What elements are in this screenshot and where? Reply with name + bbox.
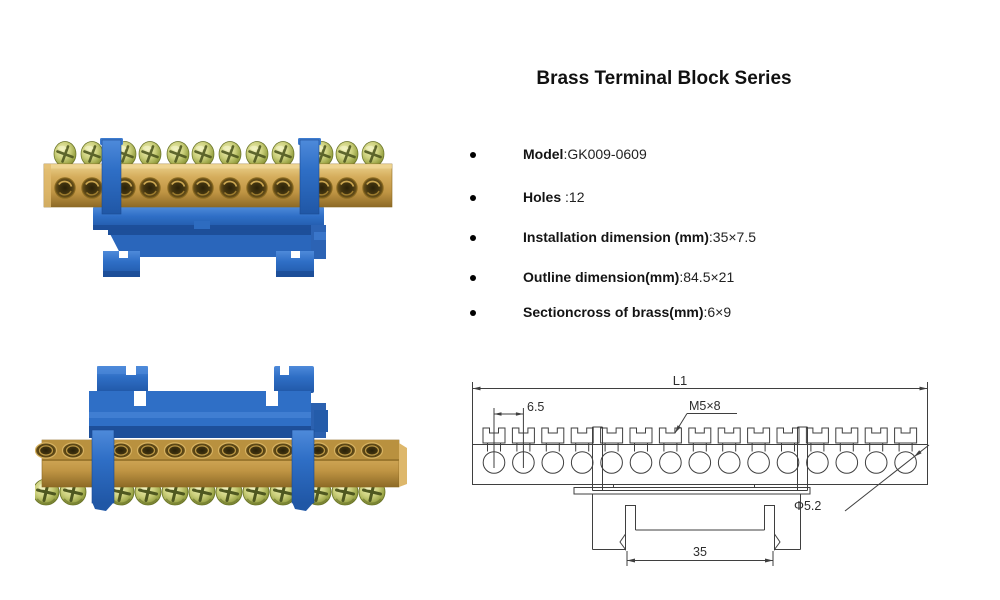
spec-label: Outline dimension(mm) xyxy=(523,269,680,285)
product-photo-top xyxy=(43,138,393,277)
generated-detail xyxy=(190,140,216,168)
generated-detail xyxy=(137,140,163,168)
generated-detail xyxy=(165,140,191,168)
generated-detail xyxy=(894,427,918,474)
generated-detail xyxy=(360,140,386,168)
dimension-overall-length: L1 xyxy=(472,373,928,444)
bullet-icon xyxy=(470,195,476,201)
spec-row-model: Model:GK009-0609 xyxy=(455,146,875,166)
page-title: Brass Terminal Block Series xyxy=(536,68,792,89)
spec-row-installation-dimension: Installation dimension (mm):35×7.5 xyxy=(455,229,875,249)
generated-detail xyxy=(217,442,241,459)
generated-detail xyxy=(805,427,829,474)
generated-detail xyxy=(658,427,682,474)
spec-row-section-cross: Sectioncross of brass(mm):6×9 xyxy=(455,304,875,324)
bullet-icon xyxy=(470,235,476,241)
generated-detail xyxy=(163,442,187,459)
generated-detail xyxy=(191,176,215,200)
dimension-label-l1: L1 xyxy=(673,373,687,388)
generated-detail xyxy=(79,140,105,168)
generated-detail xyxy=(333,442,357,459)
generated-detail xyxy=(190,442,214,459)
callout-hole-diameter: Φ5.2 xyxy=(794,444,930,513)
spec-value: :35×7.5 xyxy=(708,229,757,245)
generated-detail xyxy=(244,140,270,168)
bullet-icon xyxy=(470,310,476,316)
generated-detail xyxy=(334,140,360,168)
generated-detail xyxy=(61,442,85,459)
generated-detail xyxy=(245,176,269,200)
generated-detail xyxy=(136,442,160,459)
generated-detail xyxy=(218,176,242,200)
generated-detail xyxy=(747,427,771,474)
generated-detail xyxy=(80,176,104,200)
generated-detail xyxy=(864,427,888,474)
dimension-label-rail-width: 35 xyxy=(693,545,707,559)
din-rail-base xyxy=(93,207,326,277)
generated-detail xyxy=(138,176,162,200)
spec-value: :12 xyxy=(561,189,585,205)
spec-row-outline-dimension: Outline dimension(mm):84.5×21 xyxy=(455,269,875,289)
technical-drawing: L1 6.5 M5×8 xyxy=(472,373,930,566)
spec-value: :84.5×21 xyxy=(679,269,735,285)
bullet-icon xyxy=(470,152,476,158)
drawing-clip-arms xyxy=(592,426,808,491)
generated-detail xyxy=(629,427,653,474)
generated-detail xyxy=(35,442,58,459)
drawing-din-base xyxy=(573,484,811,552)
generated-detail xyxy=(835,427,859,474)
spec-row-holes: Holes :12 xyxy=(455,189,875,209)
callout-label-hole-diameter: Φ5.2 xyxy=(794,499,821,513)
spec-label: Installation dimension (mm) xyxy=(523,229,709,245)
generated-detail xyxy=(335,176,359,200)
spec-label: Model xyxy=(523,146,564,162)
spec-label: Holes xyxy=(523,189,562,205)
bullet-icon xyxy=(470,275,476,281)
generated-detail xyxy=(688,427,712,474)
generated-detail xyxy=(166,176,190,200)
generated-detail xyxy=(271,176,295,200)
mounting-clip-arms xyxy=(100,138,321,215)
callout-label-screw-spec: M5×8 xyxy=(689,399,721,413)
dimension-pitch: 6.5 xyxy=(493,400,544,468)
mounting-clip-arms xyxy=(91,429,315,511)
generated-detail xyxy=(53,176,77,200)
generated-detail xyxy=(270,140,296,168)
dimension-label-pitch: 6.5 xyxy=(527,400,544,414)
din-rail-bracket xyxy=(89,366,328,438)
product-photo-bottom xyxy=(35,366,407,511)
generated-detail xyxy=(360,442,384,459)
generated-detail xyxy=(271,442,295,459)
generated-detail xyxy=(776,427,800,474)
drawing-bar xyxy=(472,444,928,485)
generated-detail xyxy=(244,442,268,459)
generated-detail xyxy=(570,427,594,474)
generated-detail xyxy=(361,176,385,200)
generated-detail xyxy=(217,140,243,168)
spec-label: Sectioncross of brass(mm) xyxy=(523,304,704,320)
generated-detail xyxy=(600,427,624,474)
callout-screw-spec: M5×8 xyxy=(674,399,737,434)
spec-value: :GK009-0609 xyxy=(563,146,647,162)
spec-value: :6×9 xyxy=(703,304,732,320)
generated-detail xyxy=(52,140,78,168)
dimension-rail-width: 35 xyxy=(626,545,774,566)
drawing-screws xyxy=(482,427,918,474)
generated-detail xyxy=(717,427,741,474)
generated-detail xyxy=(541,427,565,474)
